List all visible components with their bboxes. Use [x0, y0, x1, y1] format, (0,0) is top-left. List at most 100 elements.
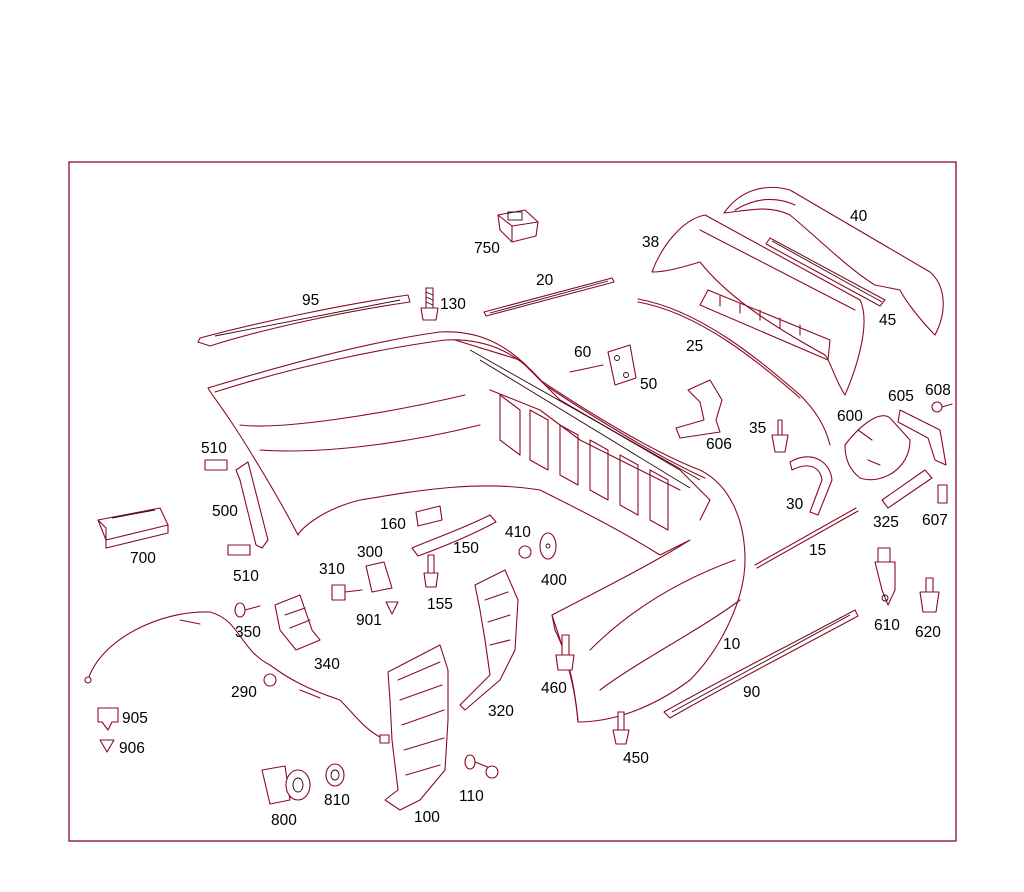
label-450: 450	[623, 750, 649, 767]
label-606: 606	[706, 436, 732, 453]
label-15: 15	[809, 542, 826, 559]
label-320: 320	[488, 703, 514, 720]
part-60-pin	[569, 364, 604, 373]
label-130: 130	[440, 296, 466, 313]
part-40-diffuser	[723, 186, 944, 336]
part-606-bracket	[675, 379, 723, 439]
part-30-bracket	[789, 456, 833, 516]
part-95-strip	[197, 294, 411, 347]
part-150-rail	[411, 514, 497, 557]
label-95: 95	[302, 292, 319, 309]
bumper-inner-structure	[454, 339, 711, 531]
part-35-clip	[771, 419, 789, 453]
label-460: 460	[541, 680, 567, 697]
part-906-plug	[99, 739, 115, 753]
label-150: 150	[453, 540, 479, 557]
part-410-nut	[518, 545, 532, 559]
label-750: 750	[474, 240, 500, 257]
part-100-bracket	[384, 644, 449, 811]
label-100: 100	[414, 809, 440, 826]
part-38-diffuser-lower	[651, 214, 865, 396]
label-800: 800	[271, 812, 297, 829]
part-750-box	[497, 209, 539, 243]
part-605-bracket	[897, 409, 947, 466]
part-90-strip	[663, 609, 859, 719]
label-50: 50	[640, 376, 658, 393]
part-160-clip	[415, 505, 443, 527]
part-700-module	[97, 507, 169, 549]
label-35: 35	[749, 420, 766, 437]
label-410: 410	[505, 524, 531, 541]
part-325-plate	[881, 469, 933, 509]
label-608: 608	[925, 382, 951, 399]
label-610: 610	[874, 617, 900, 634]
label-20: 20	[536, 272, 554, 289]
part-600-housing	[844, 415, 911, 481]
part-310-screw	[331, 584, 363, 601]
part-510-clip-top	[204, 459, 228, 471]
part-50-bracket	[607, 344, 637, 386]
label-901: 901	[356, 612, 382, 629]
label-25: 25	[686, 338, 703, 355]
label-110: 110	[459, 788, 484, 805]
label-155: 155	[427, 596, 453, 613]
label-350: 350	[235, 624, 261, 641]
part-607-clip	[937, 484, 948, 504]
label-38: 38	[642, 234, 659, 251]
label-605: 605	[888, 388, 914, 405]
part-15-strip-edge	[756, 510, 859, 569]
label-620: 620	[915, 624, 941, 641]
label-325: 325	[873, 514, 899, 531]
part-500-bracket	[235, 461, 269, 549]
part-901-fastener	[385, 601, 399, 615]
label-40: 40	[850, 208, 868, 225]
part-320-bracket	[459, 569, 519, 711]
part-20-strip	[483, 277, 615, 317]
part-300-sensor	[365, 561, 393, 593]
label-400: 400	[541, 572, 567, 589]
label-160: 160	[380, 516, 406, 533]
part-608-screw	[931, 401, 953, 413]
part-25-rod	[637, 298, 831, 446]
part-810-ring	[325, 763, 345, 787]
label-607: 607	[922, 512, 948, 529]
label-340: 340	[314, 656, 340, 673]
label-90: 90	[743, 684, 761, 701]
label-810: 810	[324, 792, 350, 809]
part-620-clip	[919, 577, 940, 613]
part-130-bolt	[420, 287, 439, 321]
label-600: 600	[837, 408, 863, 425]
part-290-wire	[84, 611, 390, 744]
part-460-bolt	[555, 634, 575, 671]
label-510-bottom: 510	[233, 568, 259, 585]
part-800-sensor	[261, 765, 311, 805]
part-110-clip	[464, 754, 499, 779]
label-30: 30	[786, 496, 804, 513]
label-310: 310	[319, 561, 345, 578]
label-10: 10	[723, 636, 741, 653]
label-510-top: 510	[201, 440, 227, 457]
part-155-screw	[423, 554, 439, 588]
part-25-rod-edge	[637, 301, 801, 399]
part-number-labels: 40 38 750 20 95 130 45 25 60 50 605 608 …	[119, 208, 951, 829]
label-906: 906	[119, 740, 145, 757]
label-700: 700	[130, 550, 156, 567]
part-350-screw	[234, 602, 261, 618]
part-510-clip-bottom	[227, 544, 251, 556]
part-340-bracket	[274, 594, 321, 651]
part-400-washer	[539, 532, 557, 560]
label-905: 905	[122, 710, 148, 727]
part-610-sensor	[874, 547, 896, 606]
part-905-plug	[97, 707, 119, 731]
label-500: 500	[212, 503, 238, 520]
label-60: 60	[574, 344, 592, 361]
label-45: 45	[879, 312, 896, 329]
part-45-strip	[765, 237, 886, 307]
part-450-clip	[612, 711, 630, 745]
diagram-frame	[68, 161, 957, 842]
label-290: 290	[231, 684, 257, 701]
label-300: 300	[357, 544, 383, 561]
part-15-strip	[754, 507, 857, 566]
